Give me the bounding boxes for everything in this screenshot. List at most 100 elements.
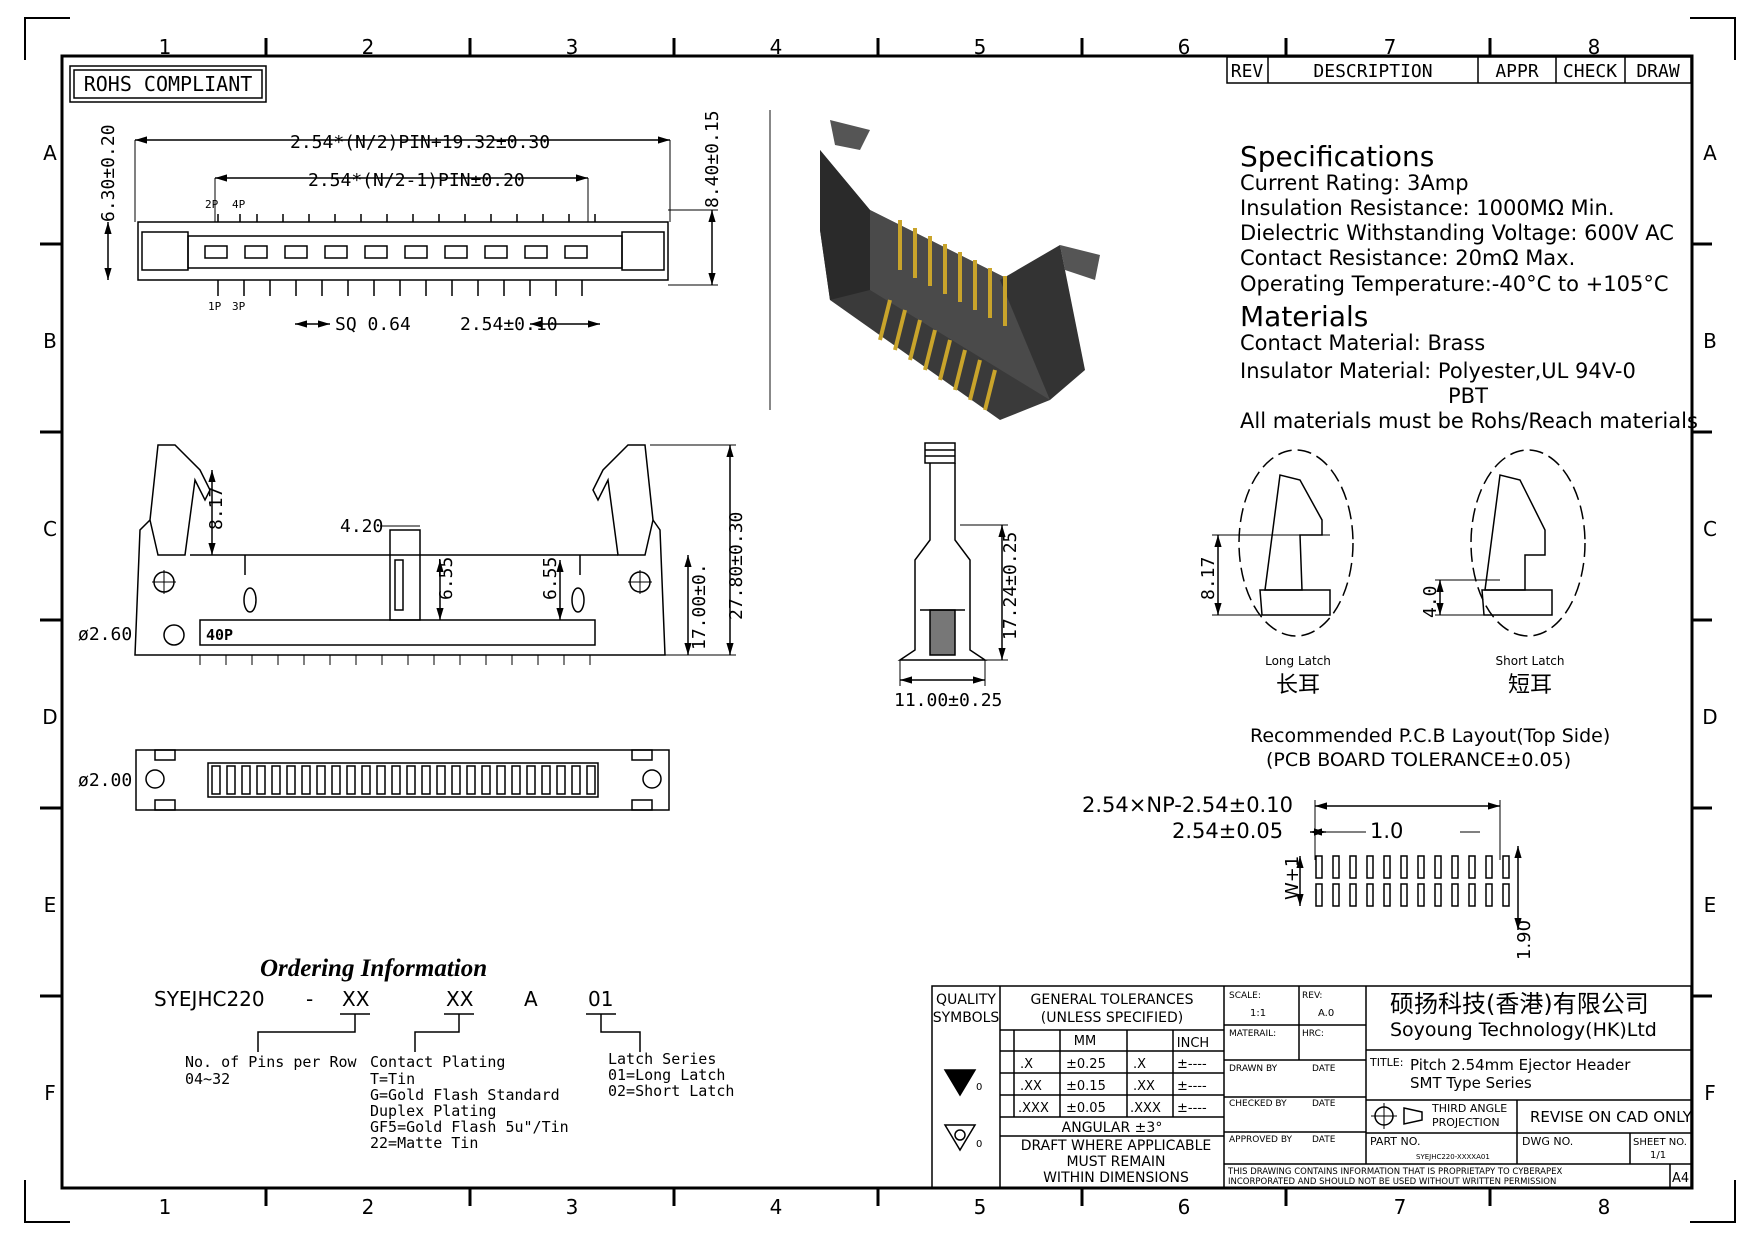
zone-row-c-left: C (43, 517, 57, 541)
zone-col-2-bottom: 2 (362, 1195, 375, 1219)
zone-row-a-left: A (43, 141, 57, 165)
ordering-field-latch: 01 (588, 987, 613, 1011)
ordering-field-plating: XX (446, 987, 474, 1011)
tb-row3-a: .XXX (1018, 1101, 1049, 1116)
zone-col-1-top: 1 (159, 35, 172, 59)
tb-notice-1: THIS DRAWING CONTAINS INFORMATION THAT I… (1227, 1167, 1562, 1177)
dim-pitch: 2.54±0.10 (460, 314, 558, 335)
ordering-plating-5: 22=Matte Tin (370, 1134, 478, 1152)
rev-col-rev: REV (1231, 61, 1264, 82)
front-bottom-ticks (199, 655, 591, 665)
pcb-layout-text: Recommended P.C.B Layout(Top Side) (PCB … (1250, 725, 1610, 771)
tb-drawn-date: DATE (1312, 1064, 1336, 1074)
tb-notice-2: INCORPORATED AND SHOULD NOT BE USED WITH… (1228, 1177, 1556, 1187)
tb-angular: ANGULAR ±3° (1062, 1120, 1163, 1136)
tb-row2-d: ±---- (1177, 1079, 1207, 1094)
spec-line-5: Operating Temperature:-40°C to +105°C (1240, 272, 1669, 296)
tb-row1-d: ±---- (1177, 1057, 1207, 1072)
latch-details (1212, 449, 1586, 637)
tb-symbols: SYMBOLS (933, 1010, 1000, 1026)
tb-general-tolerances: GENERAL TOLERANCES (1031, 992, 1194, 1008)
revision-table: REV DESCRIPTION APPR CHECK DRAW (1226, 56, 1692, 84)
pin-label-2p: 2P (205, 198, 219, 211)
rev-col-appr: APPR (1495, 61, 1539, 82)
material-line-3: PBT (1448, 384, 1488, 408)
spec-line-1: Current Rating: 3Amp (1240, 171, 1469, 195)
zone-col-6-top: 6 (1178, 35, 1191, 59)
material-line-4: All materials must be Rohs/Reach materia… (1240, 409, 1698, 433)
tb-row3-d: ±---- (1177, 1101, 1207, 1116)
tb-row1-c: .X (1133, 1057, 1146, 1072)
zone-labels: 1 2 3 4 5 6 7 8 1 2 3 4 5 6 7 8 A B C D … (42, 35, 1717, 1219)
tb-inch: INCH (1177, 1036, 1209, 1051)
spec-title: Specifications (1240, 140, 1434, 173)
spec-line-2: Insulation Resistance: 1000MΩ Min. (1240, 196, 1615, 220)
zone-row-e-right: E (1704, 893, 1717, 917)
tb-draft-1: DRAFT WHERE APPLICABLE (1021, 1138, 1212, 1154)
tb-third-angle-2: PROJECTION (1432, 1116, 1500, 1129)
tb-checked-by: CHECKED BY (1229, 1099, 1287, 1109)
long-latch-label: Long Latch (1265, 654, 1331, 668)
tb-sheet-label: SHEET NO. (1633, 1137, 1687, 1148)
tb-title-2: SMT Type Series (1410, 1074, 1532, 1092)
ordering-field-pins: XX (342, 987, 370, 1011)
tb-rev-label: REV: (1302, 991, 1322, 1001)
dim-side-height: 17.24±0.25 (1000, 532, 1021, 640)
ordering-title: Ordering Information (260, 955, 487, 982)
pin-label-1p: 1P (208, 300, 222, 313)
pin-label-3p: 3P (232, 300, 246, 313)
zone-row-f-left: F (44, 1081, 56, 1105)
isometric-render (820, 120, 1100, 420)
zone-col-1-bottom: 1 (159, 1195, 172, 1219)
zone-row-a-right: A (1703, 141, 1717, 165)
zone-col-8-top: 8 (1588, 35, 1601, 59)
top-view (104, 136, 718, 328)
tb-scale-label: SCALE: (1229, 991, 1261, 1001)
tb-quality: QUALITY (936, 992, 996, 1008)
latch-labels: 8.17 4.0 Long Latch 长耳 Short Latch 短耳 (1198, 557, 1564, 698)
dim-height-left: 6.30±0.20 (98, 124, 119, 222)
dim-latch-height: 8.17 (206, 487, 227, 530)
tb-mm: MM (1074, 1034, 1096, 1049)
pin-label-4p: 4P (232, 198, 246, 211)
zone-row-c-right: C (1703, 517, 1717, 541)
ordering-pins-label: No. of Pins per Row (185, 1053, 358, 1071)
tb-material-label: MATERAIL: (1229, 1029, 1276, 1039)
pcb-dimensions: 2.54×NP-2.54±0.10 2.54±0.05 1.0 W+1 1.90 (1082, 793, 1535, 960)
top-pins-lower (217, 280, 583, 296)
dim-pcb-pitch: 2.54±0.05 (1172, 819, 1283, 843)
dim-pcb-190: 1.90 (1514, 920, 1535, 960)
tb-sheet: 1/1 (1650, 1150, 1666, 1161)
dim-pcb-pad: 1.0 (1370, 819, 1403, 843)
dim-hole-200: ø2.00 (78, 770, 132, 791)
zone-col-3-bottom: 3 (566, 1195, 579, 1219)
tb-dwg-no-label: DWG NO. (1522, 1135, 1573, 1148)
spec-line-4: Contact Resistance: 20mΩ Max. (1240, 246, 1575, 270)
tb-row1-b: ±0.25 (1066, 1057, 1106, 1072)
rev-col-description: DESCRIPTION (1313, 61, 1432, 82)
dim-long-latch: 8.17 (1198, 557, 1219, 600)
dim-side-width: 11.00±0.25 (894, 690, 1002, 711)
zone-row-b-right: B (1703, 329, 1717, 353)
front-view-labels: 8.17 4.20 6.55 6.55 17.00±0. 27.80±0.30 … (78, 487, 747, 650)
tb-row2-c: .XX (1133, 1079, 1155, 1094)
pcb-layout (1296, 800, 1522, 930)
dim-1700: 17.00±0. (689, 563, 710, 650)
dim-sq: SQ 0.64 (335, 314, 411, 335)
zone-row-f-right: F (1704, 1081, 1716, 1105)
ordering-latch-1: 01=Long Latch (608, 1066, 725, 1084)
tb-row1-a: .X (1020, 1057, 1033, 1072)
title-block (931, 985, 1692, 1189)
tb-row3-c: .XXX (1130, 1101, 1161, 1116)
ordering-plating-1: T=Tin (370, 1070, 415, 1088)
corner-marks (24, 17, 1736, 1223)
ordering-plating-4: GF5=Gold Flash 5u"/Tin (370, 1118, 569, 1136)
dim-hole-260: ø2.60 (78, 624, 132, 645)
ordering-dash: - (306, 987, 313, 1011)
zone-row-d-right: D (1702, 705, 1717, 729)
iso-pins (878, 220, 1007, 411)
spec-line-3: Dielectric Withstanding Voltage: 600V AC (1240, 221, 1674, 245)
zone-col-3-top: 3 (566, 35, 579, 59)
dim-655-b: 6.55 (540, 557, 561, 600)
ordering-latch-label: Latch Series (608, 1050, 716, 1068)
